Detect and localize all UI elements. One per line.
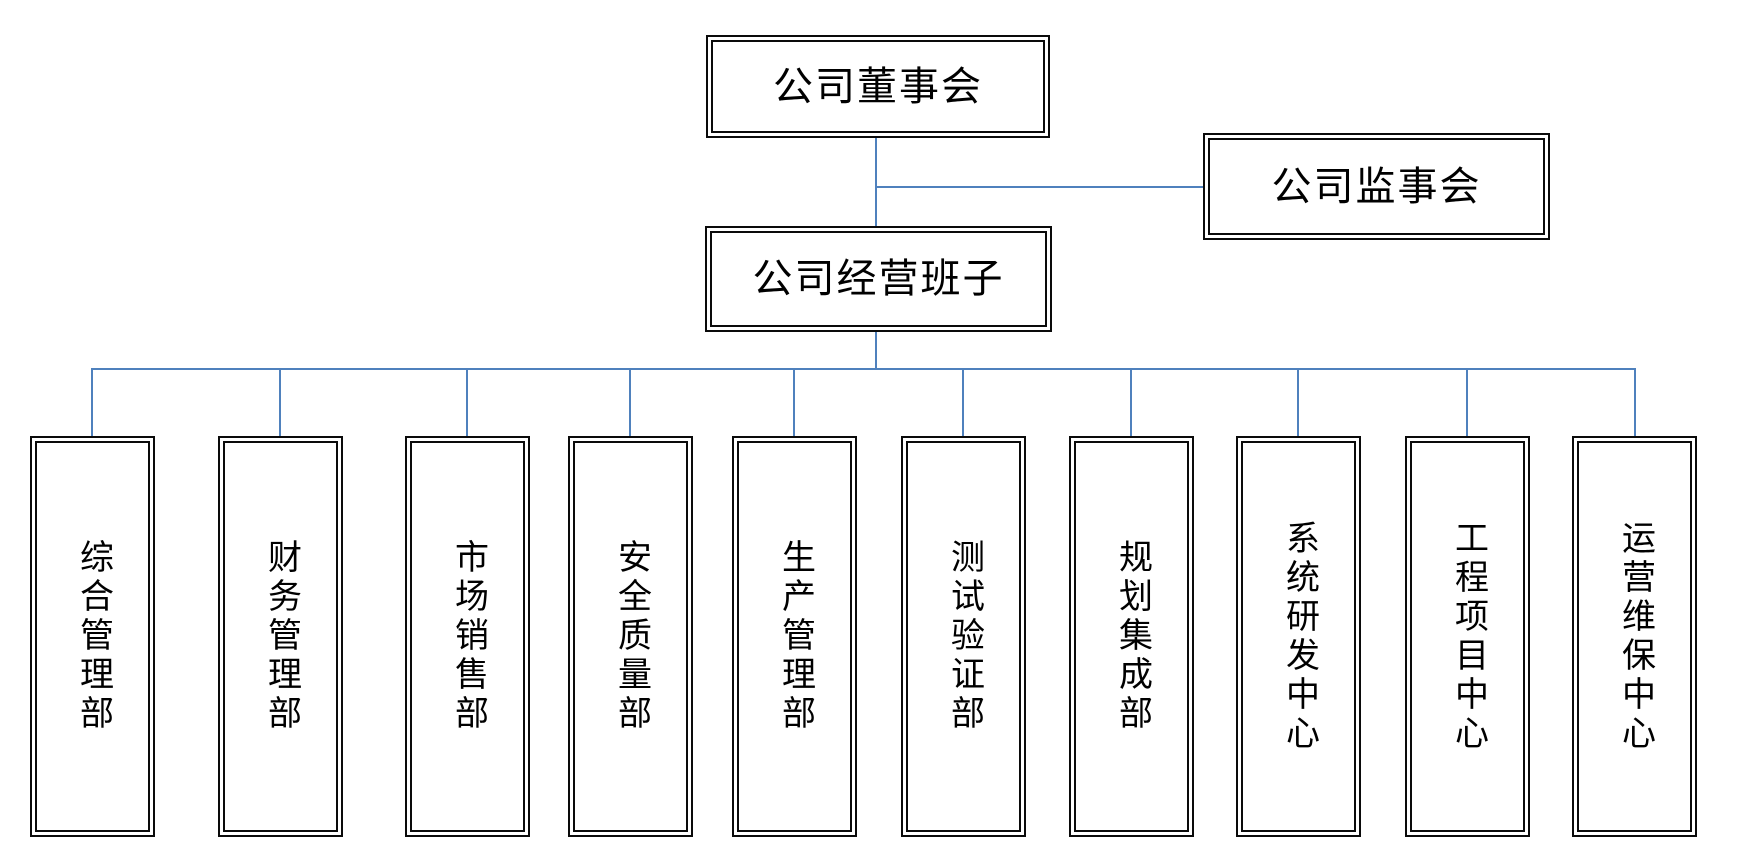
management-team-box: 公司经营班子 bbox=[705, 226, 1052, 332]
dept-box-operation-maintenance-center: 运营维保中心 bbox=[1572, 436, 1697, 837]
dept-box-marketing-sales: 市场销售部 bbox=[405, 436, 530, 837]
management-team-label: 公司经营班子 bbox=[752, 256, 1005, 301]
supervisory-board-label: 公司监事会 bbox=[1271, 163, 1482, 209]
board-of-directors-label: 公司董事会 bbox=[773, 63, 983, 109]
dept-label: 生产管理部 bbox=[776, 539, 814, 734]
dept-box-system-rd-center: 系统研发中心 bbox=[1236, 436, 1361, 837]
dept-box-production-management: 生产管理部 bbox=[732, 436, 857, 837]
dept-label: 工程项目中心 bbox=[1449, 519, 1487, 754]
board-of-directors-box: 公司董事会 bbox=[706, 35, 1050, 138]
connector-horizontal-bus bbox=[91, 368, 1636, 370]
connector-stub bbox=[1130, 370, 1132, 436]
dept-label: 运营维保中心 bbox=[1616, 519, 1654, 754]
connector-stub bbox=[1297, 370, 1299, 436]
dept-label: 安全质量部 bbox=[612, 539, 650, 734]
dept-box-finance-management: 财务管理部 bbox=[218, 436, 343, 837]
connector-stub bbox=[962, 370, 964, 436]
connector-stub bbox=[1466, 370, 1468, 436]
supervisory-board-box: 公司监事会 bbox=[1203, 133, 1550, 240]
dept-label: 市场销售部 bbox=[449, 539, 487, 734]
connector-branch-to-supervisory bbox=[876, 186, 1203, 188]
dept-box-safety-quality: 安全质量部 bbox=[568, 436, 693, 837]
dept-label: 财务管理部 bbox=[262, 539, 300, 734]
dept-box-planning-integration: 规划集成部 bbox=[1069, 436, 1194, 837]
connector-stub bbox=[1634, 370, 1636, 436]
dept-label: 测试验证部 bbox=[945, 539, 983, 734]
connector-management-to-bus bbox=[875, 332, 877, 370]
connector-stub bbox=[466, 370, 468, 436]
connector-stub bbox=[629, 370, 631, 436]
dept-label: 规划集成部 bbox=[1113, 539, 1151, 734]
connector-stub bbox=[793, 370, 795, 436]
dept-box-testing-verification: 测试验证部 bbox=[901, 436, 1026, 837]
connector-stub bbox=[279, 370, 281, 436]
dept-box-general-management: 综合管理部 bbox=[30, 436, 155, 837]
dept-box-engineering-project-center: 工程项目中心 bbox=[1405, 436, 1530, 837]
connector-board-to-management-upper bbox=[875, 138, 877, 226]
dept-label: 系统研发中心 bbox=[1280, 519, 1318, 754]
connector-stub bbox=[91, 370, 93, 436]
dept-label: 综合管理部 bbox=[74, 539, 112, 734]
